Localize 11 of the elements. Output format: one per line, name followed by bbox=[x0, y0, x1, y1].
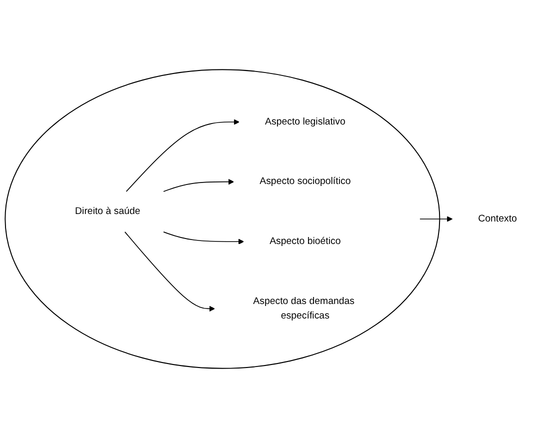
node-text: Direito à saúde bbox=[75, 206, 140, 217]
arrow bbox=[163, 178, 234, 192]
node-text: Contexto bbox=[478, 213, 517, 224]
arrow bbox=[420, 216, 453, 222]
node-text: Aspecto bioético bbox=[270, 236, 341, 247]
node-text: Aspecto das demandas específicas bbox=[253, 295, 355, 322]
arrow bbox=[126, 119, 240, 192]
arrow bbox=[163, 232, 244, 244]
arrow bbox=[124, 232, 215, 312]
node-text: Aspecto sociopolítico bbox=[260, 176, 351, 187]
node-text: Aspecto legislativo bbox=[265, 116, 346, 128]
